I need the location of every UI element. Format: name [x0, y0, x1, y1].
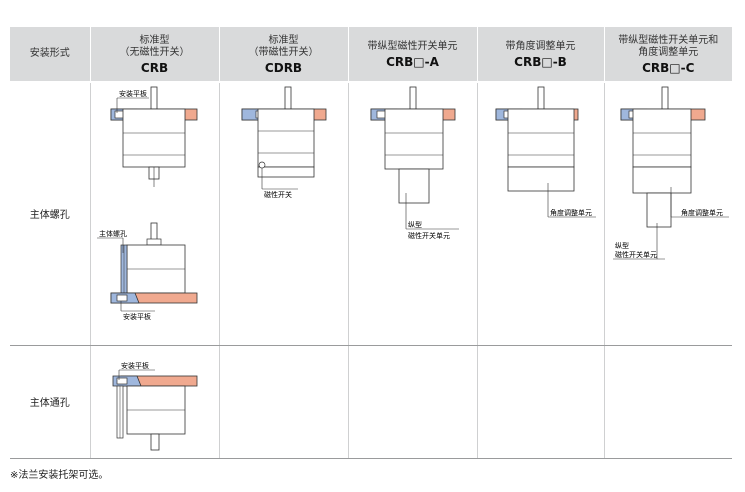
header-mount-type: 安装形式: [10, 27, 90, 83]
callout-switch-unit-c: 磁性开关单元: [615, 250, 657, 259]
callout-mount-plate-bottom: 安装平板: [123, 312, 151, 321]
table-header-row: 安装形式 标准型（无磁性开关）CRB 标准型（带磁性开关）CDRB 带纵型磁性开…: [10, 27, 732, 83]
cell-crb-a-screw: 纵型 磁性开关单元: [347, 82, 477, 346]
cell-cdrb-screw: 磁性开关: [218, 82, 348, 346]
diagram-crb-b-screw: 角度调整单元: [495, 86, 596, 218]
callout-mount-plate-through: 安装平板: [121, 361, 149, 370]
diagram-crb-c-screw: 角度调整单元 纵型 磁性开关单元: [612, 86, 729, 260]
callout-body-screw: 主体螺孔: [99, 229, 127, 238]
cell-crb-screw: 安装平板 主体螺孔: [89, 82, 219, 346]
mounting-table: 安装形式 标准型（无磁性开关）CRB 标准型（带磁性开关）CDRB 带纵型磁性开…: [10, 27, 732, 459]
row-label-body-screw: 主体螺孔: [10, 82, 90, 346]
cell-crb-through: 安装平板: [89, 345, 219, 459]
callout-switch-unit-a: 磁性开关单元: [408, 231, 450, 240]
footnote: ※法兰安装托架可选。: [10, 470, 109, 481]
cell-empty: [476, 345, 604, 459]
callout-angle-unit-b: 角度调整单元: [550, 208, 592, 217]
cell-empty: [603, 345, 732, 459]
cell-empty: [218, 345, 348, 459]
header-cdrb: 标准型（带磁性开关）CDRB: [218, 27, 348, 83]
table-row: 主体螺孔 安装平板: [10, 82, 732, 346]
row-label-through-hole: 主体通孔: [10, 345, 90, 459]
cell-crb-b-screw: 角度调整单元: [476, 82, 604, 346]
cell-crb-c-screw: 角度调整单元 纵型 磁性开关单元: [603, 82, 732, 346]
diagram-crb-a-screw: 纵型 磁性开关单元: [370, 86, 459, 240]
diagram-crb-through: 安装平板: [112, 361, 197, 450]
callout-vertical-c: 纵型: [615, 241, 629, 250]
callout-vertical-a: 纵型: [408, 220, 422, 229]
cell-empty: [347, 345, 477, 459]
callout-mount-plate: 安装平板: [119, 89, 147, 98]
diagram-cdrb-screw: 磁性开关: [241, 86, 326, 199]
callout-mag-switch: 磁性开关: [264, 190, 292, 199]
table-row: 主体通孔 安装平板: [10, 345, 732, 459]
diagram-crb-screw: 安装平板 主体螺孔: [96, 86, 197, 321]
header-crb: 标准型（无磁性开关）CRB: [89, 27, 219, 83]
callout-angle-unit-c: 角度调整单元: [681, 208, 723, 217]
